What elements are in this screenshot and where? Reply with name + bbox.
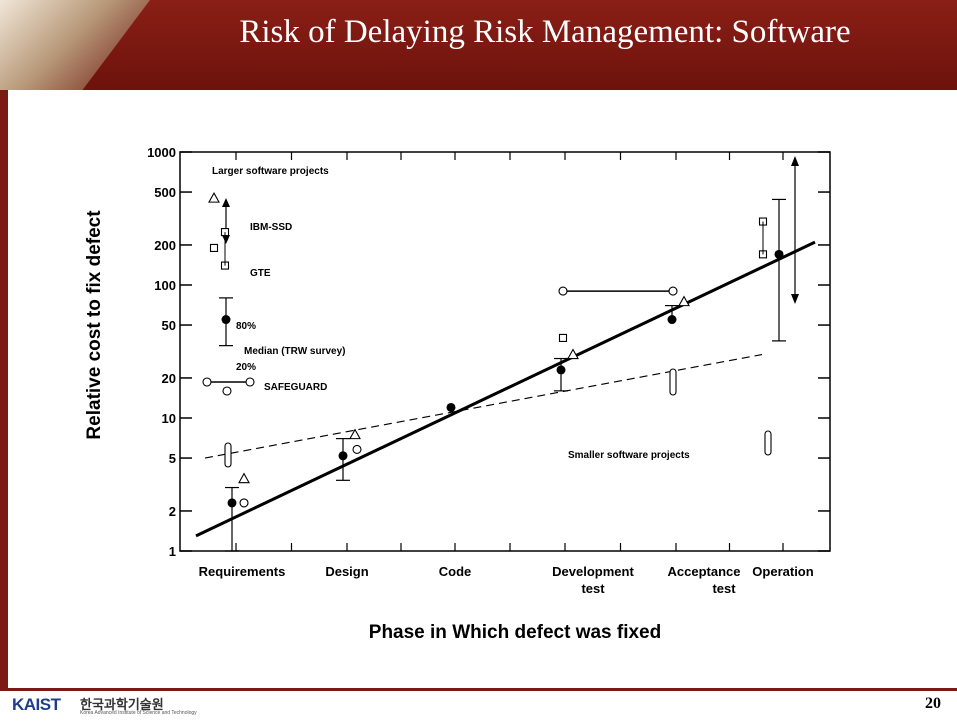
smaller-projects-trend-line xyxy=(204,353,763,459)
y-axis-title: Relative cost to fix defect xyxy=(84,210,105,440)
kaist-logo: KAIST xyxy=(12,695,61,714)
bottom-border xyxy=(0,688,957,691)
legend-square-icon xyxy=(209,243,219,252)
left-border xyxy=(0,90,8,688)
safeguard-point xyxy=(668,286,678,296)
annotation-80: 80% xyxy=(236,321,256,332)
y-tick-label: 2 xyxy=(169,504,176,519)
annotation-larger-projects: Larger software projects xyxy=(212,166,329,177)
ibm-ssd-point xyxy=(567,348,579,360)
x-tick-label: test xyxy=(712,581,736,596)
y-tick-label: 1000 xyxy=(147,145,176,160)
y-tick-label: 10 xyxy=(162,411,176,426)
ibm-ssd-point xyxy=(238,472,250,484)
arrow-up-icon xyxy=(791,156,799,166)
legend-median-icon xyxy=(221,315,231,325)
small-project-capsule xyxy=(224,442,232,468)
x-tick-label: Requirements xyxy=(199,564,286,579)
small-project-capsule xyxy=(764,430,772,456)
slide-title: Risk of Delaying Risk Management: Softwa… xyxy=(239,14,851,50)
small-project-capsule xyxy=(669,368,677,396)
x-tick-label: Acceptance xyxy=(668,564,741,579)
arrow-down-icon xyxy=(222,235,230,244)
page-number: 20 xyxy=(925,695,941,712)
y-tick-label: 50 xyxy=(162,318,176,333)
y-tick-label: 500 xyxy=(154,185,176,200)
legend-open-circle-icon xyxy=(245,377,255,387)
y-tick-label: 1 xyxy=(169,544,176,559)
median-point xyxy=(774,249,784,259)
median-point xyxy=(667,315,677,325)
annotation-ibm-ssd: IBM-SSD xyxy=(250,222,292,233)
y-tick-label: 100 xyxy=(154,278,176,293)
x-tick-label: Development xyxy=(552,564,634,579)
gte-point xyxy=(558,333,568,342)
safeguard-point xyxy=(558,286,568,296)
annotation-median: Median (TRW survey) xyxy=(244,346,346,357)
median-point xyxy=(227,498,237,508)
y-tick-label: 200 xyxy=(154,238,176,253)
slide-header: Risk of Delaying Risk Management: Softwa… xyxy=(0,0,957,90)
annotation-gte: GTE xyxy=(250,268,271,279)
median-point xyxy=(556,365,566,375)
x-tick-label: test xyxy=(581,581,605,596)
arrow-up-icon xyxy=(222,198,230,207)
kaist-logo-korean: 한국과학기술원 xyxy=(80,697,164,712)
larger-projects-trend-line xyxy=(195,240,816,538)
x-tick-label: Operation xyxy=(752,564,813,579)
median-point xyxy=(338,451,348,461)
y-tick-label: 5 xyxy=(169,451,176,466)
kaist-logo-subtitle: Korea Advanced Institute of Science and … xyxy=(80,710,197,716)
plot-frame xyxy=(179,151,831,552)
ibm-ssd-point xyxy=(349,428,361,440)
legend-open-circle-icon xyxy=(202,377,212,387)
annotation-smaller-projects: Smaller software projects xyxy=(568,450,690,461)
x-axis-title: Phase in Which defect was fixed xyxy=(369,622,661,643)
annotation-safeguard: SAFEGUARD xyxy=(264,382,327,393)
x-tick-label: Code xyxy=(439,564,472,579)
legend-open-circle-icon xyxy=(222,386,232,396)
y-tick-label: 20 xyxy=(162,371,176,386)
safeguard-point xyxy=(352,444,362,455)
safeguard-point xyxy=(239,498,249,508)
ibm-ssd-point xyxy=(678,295,690,307)
x-tick-label: Design xyxy=(325,564,368,579)
legend-triangle-icon xyxy=(208,191,220,203)
annotation-20: 20% xyxy=(236,362,256,373)
arrow-down-icon xyxy=(791,294,799,304)
median-point xyxy=(446,402,456,412)
